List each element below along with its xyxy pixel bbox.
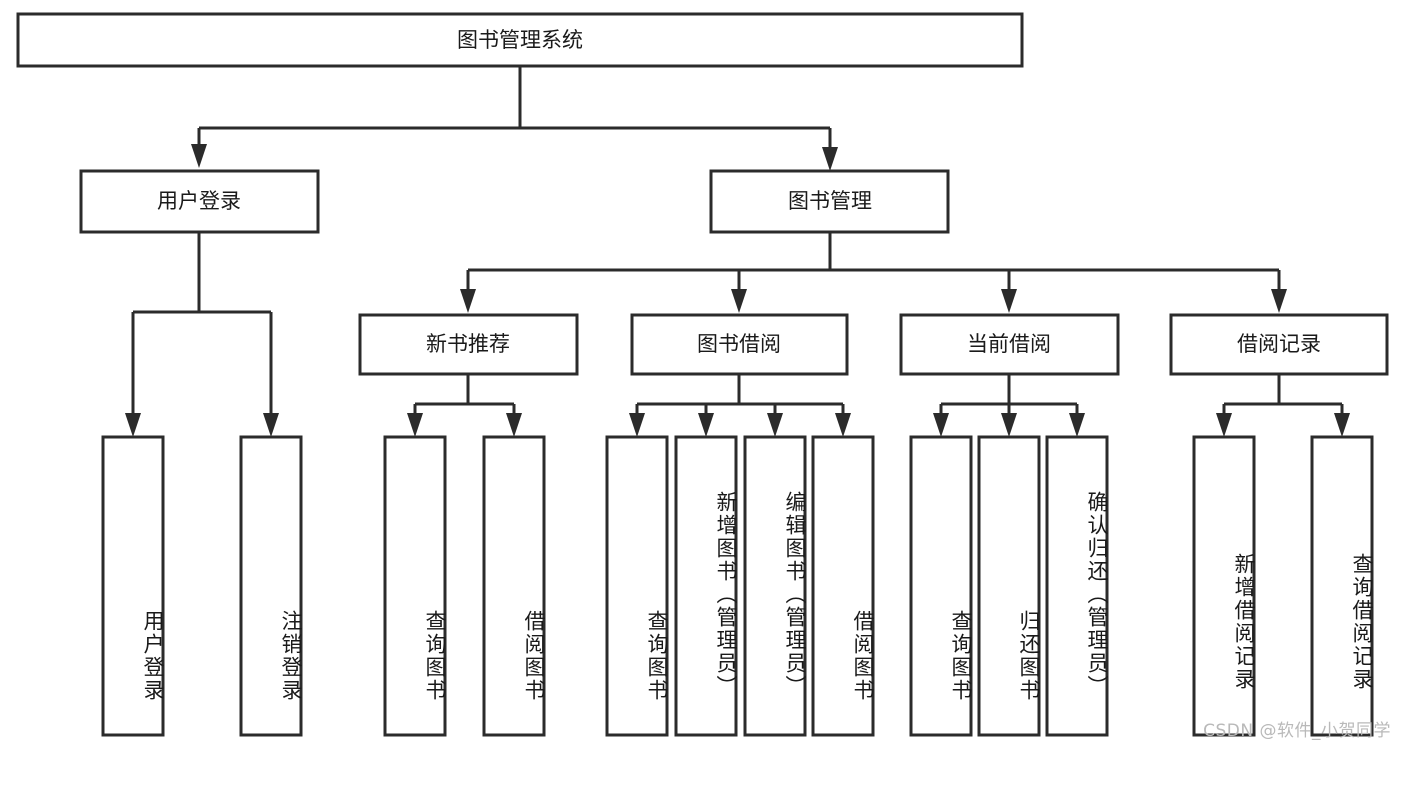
arrow-head-leaf-query-book-1 (407, 413, 423, 437)
arrow-head-user-login (191, 144, 207, 168)
arrow-head-current-borrow (1001, 289, 1017, 313)
node-label-current-borrow: 当前借阅 (967, 332, 1051, 356)
leaf-box-user-login[interactable] (101, 435, 165, 737)
arrow-head-leaf-add-book (698, 413, 714, 437)
leaf-box-return-book[interactable] (977, 435, 1041, 737)
node-box-user-login[interactable] (79, 169, 320, 234)
leaf-box-query-book-current[interactable] (909, 435, 973, 737)
node-label-root: 图书管理系统 (457, 28, 583, 52)
node-label-book-management: 图书管理 (788, 189, 872, 213)
arrow-head-leaf-query-book-2 (629, 413, 645, 437)
node-box-book-management[interactable] (709, 169, 950, 234)
arrow-head-leaf-borrow-book-1 (506, 413, 522, 437)
leaf-box-add-book-admin[interactable] (674, 435, 738, 737)
arrow-head-leaf-query-book-3 (933, 413, 949, 437)
node-box-current-borrow[interactable] (899, 313, 1120, 376)
diagram-canvas: 图书管理系统 用户登录 图书管理 新书推荐 图书借阅 当前借阅 借阅记录 (16, 12, 1391, 741)
arrow-head-leaf-borrow-book-2 (835, 413, 851, 437)
arrow-head-leaf-logout (263, 413, 279, 437)
arrow-head-borrow-record (1271, 289, 1287, 313)
node-label-new-book-recommend: 新书推荐 (426, 332, 510, 356)
arrow-head-book-mgmt (822, 147, 838, 171)
arrow-head-leaf-return-book (1001, 413, 1017, 437)
csdn-watermark: CSDN @软件_小贺同学 (1203, 721, 1391, 741)
arrow-head-book-borrow (731, 289, 747, 313)
arrow-head-new-book-recommend (460, 289, 476, 313)
leaf-box-query-book-recommend[interactable] (383, 435, 447, 737)
leaf-box-query-book-borrow[interactable] (605, 435, 669, 737)
leaf-box-edit-book-admin[interactable] (743, 435, 807, 737)
leaf-box-borrow-book[interactable] (811, 435, 875, 737)
node-box-root[interactable] (16, 12, 1024, 68)
arrow-head-leaf-add-record (1216, 413, 1232, 437)
node-box-borrow-record[interactable] (1169, 313, 1389, 376)
arrow-head-leaf-edit-book (767, 413, 783, 437)
leaf-box-borrow-book-recommend[interactable] (482, 435, 546, 737)
node-label-borrow-record: 借阅记录 (1237, 332, 1321, 356)
leaf-box-confirm-return-admin[interactable] (1045, 435, 1109, 737)
node-box-new-book-recommend[interactable] (358, 313, 579, 376)
arrow-head-leaf-user-login (125, 413, 141, 437)
node-layer: 图书管理系统 用户登录 图书管理 新书推荐 图书借阅 当前借阅 借阅记录 (16, 12, 1389, 737)
node-box-book-borrow[interactable] (630, 313, 849, 376)
node-label-user-login: 用户登录 (157, 189, 241, 213)
connector-layer (125, 66, 1350, 437)
tree-diagram-svg: 图书管理系统 用户登录 图书管理 新书推荐 图书借阅 当前借阅 借阅记录 (16, 12, 1389, 737)
leaf-box-add-borrow-record[interactable] (1192, 435, 1256, 737)
arrow-head-leaf-query-record (1334, 413, 1350, 437)
leaf-box-logout[interactable] (239, 435, 303, 737)
leaf-box-query-borrow-record[interactable] (1310, 435, 1374, 737)
arrow-head-leaf-confirm-return (1069, 413, 1085, 437)
node-label-book-borrow: 图书借阅 (697, 332, 781, 356)
